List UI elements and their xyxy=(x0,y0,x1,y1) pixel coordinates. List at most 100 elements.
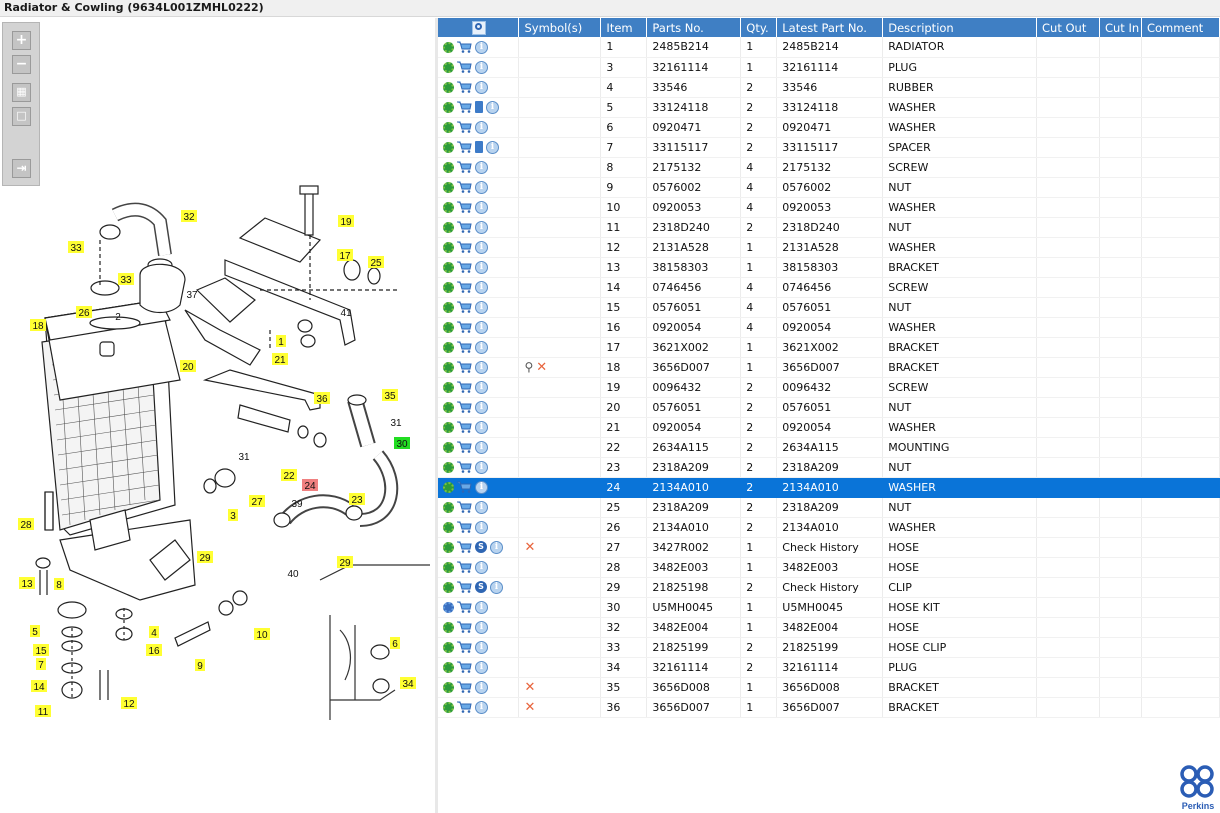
gear-icon[interactable] xyxy=(443,381,454,393)
cart-icon[interactable] xyxy=(457,301,472,314)
callout-1[interactable]: 1 xyxy=(276,335,286,348)
callout-25[interactable]: 25 xyxy=(368,256,384,269)
info-icon[interactable]: i xyxy=(475,280,488,294)
info-icon[interactable]: i xyxy=(475,160,488,174)
callout-17[interactable]: 17 xyxy=(337,249,353,262)
column-header-description[interactable]: Description xyxy=(882,18,1038,37)
info-icon[interactable]: i xyxy=(475,40,488,54)
gear-icon[interactable] xyxy=(443,361,454,373)
info-icon[interactable]: i xyxy=(475,320,488,334)
gear-icon[interactable] xyxy=(443,221,454,233)
gear-icon[interactable] xyxy=(443,401,454,413)
info-icon[interactable]: i xyxy=(475,200,488,214)
info-icon[interactable]: i xyxy=(475,620,488,634)
column-header-latest-part-no[interactable]: Latest Part No. xyxy=(776,18,884,37)
callout-23[interactable]: 23 xyxy=(349,493,365,506)
callout-34[interactable]: 34 xyxy=(400,677,416,690)
export-button[interactable]: ⇥ xyxy=(12,159,31,178)
callout-6[interactable]: 6 xyxy=(390,637,400,650)
cart-icon[interactable] xyxy=(457,641,472,654)
info-icon[interactable]: i xyxy=(475,500,488,514)
column-header-parts-no[interactable]: Parts No. xyxy=(646,18,742,37)
callout-29[interactable]: 29 xyxy=(197,551,213,564)
fit-all-button[interactable]: ▦ xyxy=(12,83,31,102)
info-icon[interactable]: i xyxy=(486,100,499,114)
note-icon[interactable]: ⚲ xyxy=(524,360,534,374)
cart-icon[interactable] xyxy=(457,261,472,274)
cart-icon[interactable] xyxy=(457,61,472,74)
callout-15[interactable]: 15 xyxy=(33,644,49,657)
callout-19[interactable]: 19 xyxy=(338,215,354,228)
callout-36[interactable]: 36 xyxy=(314,392,330,405)
gear-icon[interactable] xyxy=(443,661,454,673)
pane-splitter[interactable] xyxy=(435,18,438,813)
cart-icon[interactable] xyxy=(457,601,472,614)
cart-icon[interactable] xyxy=(457,501,472,514)
gear-icon[interactable] xyxy=(443,581,454,593)
gear-icon[interactable] xyxy=(443,121,454,133)
info-icon[interactable]: i xyxy=(475,380,488,394)
column-header-symbol-s[interactable]: Symbol(s) xyxy=(518,18,602,37)
gear-icon[interactable] xyxy=(443,481,454,493)
column-header-comment[interactable]: Comment xyxy=(1141,18,1220,37)
callout-32[interactable]: 32 xyxy=(181,210,197,223)
cart-icon[interactable] xyxy=(457,181,472,194)
callout-33[interactable]: 33 xyxy=(68,241,84,254)
column-header-cut-out[interactable]: Cut Out xyxy=(1036,18,1100,37)
info-icon[interactable]: i xyxy=(475,680,488,694)
gear-icon[interactable] xyxy=(443,241,454,253)
kit-gear-icon[interactable] xyxy=(443,601,454,613)
info-icon[interactable]: i xyxy=(475,300,488,314)
cart-icon[interactable] xyxy=(457,221,472,234)
callout-30[interactable]: 30 xyxy=(394,437,410,450)
column-header-actions[interactable] xyxy=(438,18,520,37)
cart-icon[interactable] xyxy=(457,441,472,454)
cart-icon[interactable] xyxy=(457,241,472,254)
info-icon[interactable]: i xyxy=(475,460,488,474)
cart-icon[interactable] xyxy=(457,81,472,94)
gear-icon[interactable] xyxy=(443,41,454,53)
cart-icon[interactable] xyxy=(457,161,472,174)
cart-icon[interactable] xyxy=(457,141,472,154)
info-icon[interactable]: i xyxy=(475,520,488,534)
callout-21[interactable]: 21 xyxy=(272,353,288,366)
info-icon[interactable]: i xyxy=(475,120,488,134)
callout-14[interactable]: 14 xyxy=(31,680,47,693)
cart-icon[interactable] xyxy=(457,521,472,534)
info-icon[interactable]: i xyxy=(486,140,499,154)
gear-icon[interactable] xyxy=(443,81,454,93)
info-icon[interactable]: i xyxy=(475,240,488,254)
gear-icon[interactable] xyxy=(443,641,454,653)
gear-icon[interactable] xyxy=(443,181,454,193)
cart-icon[interactable] xyxy=(457,381,472,394)
gear-icon[interactable] xyxy=(443,541,454,553)
info-icon[interactable]: i xyxy=(475,400,488,414)
cart-icon[interactable] xyxy=(457,361,472,374)
callout-5[interactable]: 5 xyxy=(30,625,40,638)
gear-icon[interactable] xyxy=(443,441,454,453)
gear-icon[interactable] xyxy=(443,101,454,113)
cart-icon[interactable] xyxy=(457,481,472,494)
cart-icon[interactable] xyxy=(457,201,472,214)
column-header-item[interactable]: Item xyxy=(600,18,648,37)
gear-icon[interactable] xyxy=(443,501,454,513)
cart-icon[interactable] xyxy=(457,321,472,334)
info-icon[interactable]: i xyxy=(475,560,488,574)
search-icon[interactable] xyxy=(472,20,487,35)
callout-3[interactable]: 3 xyxy=(228,509,238,522)
